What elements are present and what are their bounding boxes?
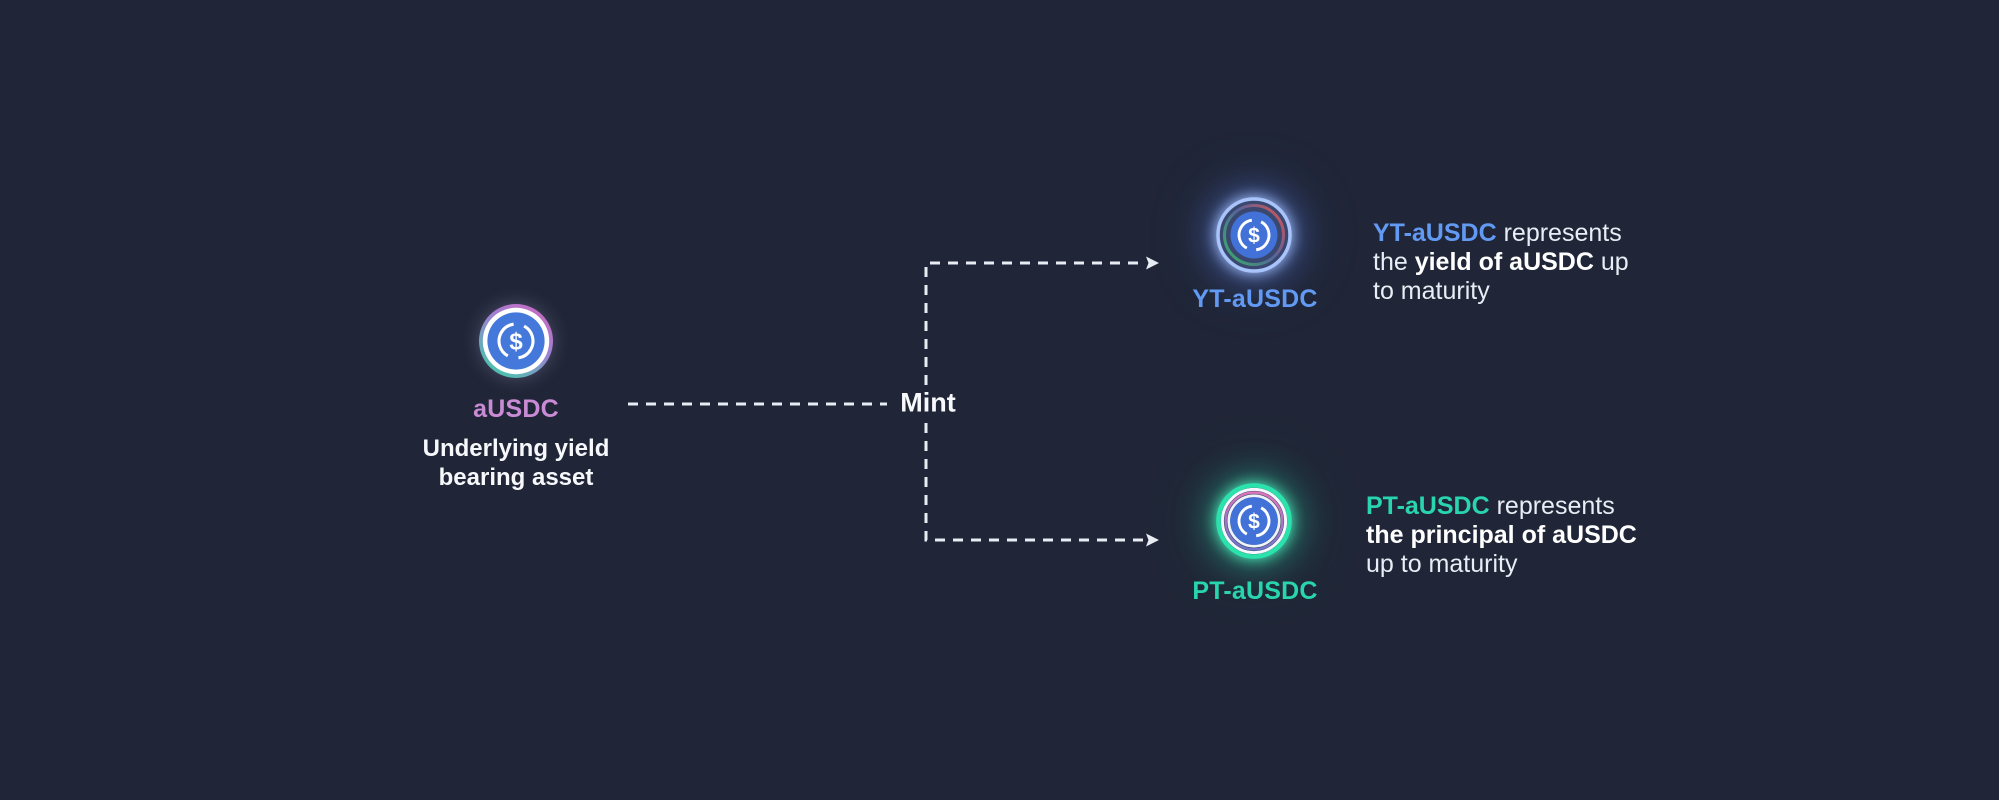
pt-ausdc-coin-icon: $ [1216,483,1292,559]
svg-text:$: $ [1248,225,1260,248]
yt-description: YT-aUSDC represents the yield of aUSDC u… [1373,219,1629,306]
ausdc-label: aUSDC [473,395,559,423]
pt-desc-line1: PT-aUSDC represents [1366,492,1615,520]
yt-ausdc-label: YT-aUSDC [1192,285,1318,313]
pt-desc-line2: the principal of aUSDC [1366,521,1637,549]
pt-desc-line3: up to maturity [1366,550,1518,578]
yt-desc-line1: YT-aUSDC represents [1373,219,1622,247]
yt-desc-line2: the yield of aUSDC up [1373,248,1629,276]
ausdc-coin-icon: $ [479,304,553,378]
pt-description: PT-aUSDC represents the principal of aUS… [1366,492,1637,579]
yt-ausdc-coin-icon: $ [1216,197,1292,273]
ausdc-caption: Underlying yield bearing asset [423,434,610,492]
caption-line1: Underlying yield [422,435,610,462]
mint-label: Mint [900,387,956,418]
pt-ausdc-label: PT-aUSDC [1192,577,1318,605]
svg-text:$: $ [1248,511,1260,534]
caption-line2: bearing asset [438,464,594,491]
yt-desc-line3: to maturity [1373,277,1490,305]
svg-text:$: $ [509,329,523,356]
